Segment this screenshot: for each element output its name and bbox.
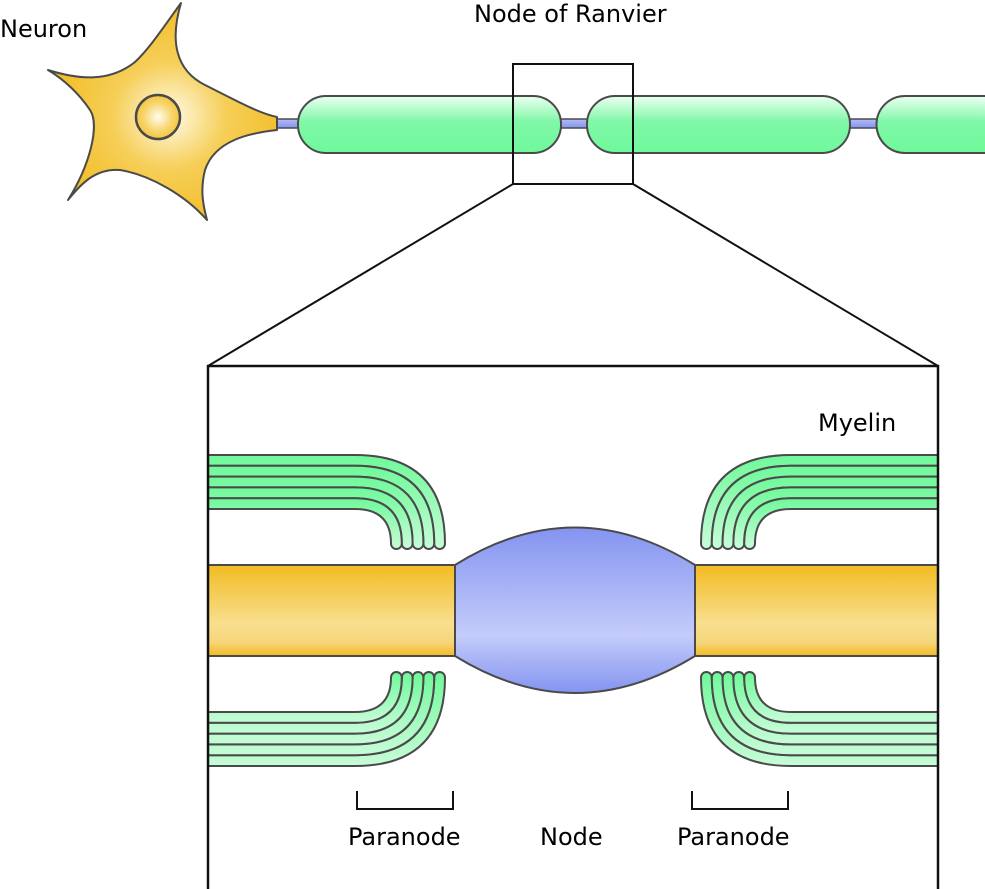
node-of-ranvier-label: Node of Ranvier xyxy=(474,0,667,28)
axon-right xyxy=(689,564,938,657)
paranode-bracket-right xyxy=(691,791,789,810)
myelin-lamella xyxy=(732,671,938,735)
myelin-lamella xyxy=(208,486,414,550)
myelin-lamella xyxy=(208,671,414,735)
myelin-segment xyxy=(586,95,851,154)
neuron-soma xyxy=(47,2,278,221)
myelin-paranode-top-left xyxy=(208,454,446,550)
myelin-paranode-bottom-right xyxy=(700,671,938,767)
paranode-label-right: Paranode xyxy=(677,823,790,851)
myelin-lamella xyxy=(208,671,403,724)
node-label: Node xyxy=(540,823,603,851)
paranode-bracket-left xyxy=(356,791,454,810)
zoom-line-left xyxy=(207,183,514,367)
nucleus xyxy=(134,93,182,141)
zoom-region-box xyxy=(512,63,634,185)
axon-overview xyxy=(273,95,985,154)
node-region xyxy=(454,526,696,694)
myelin-lamella xyxy=(732,486,938,550)
myelin-lamella xyxy=(208,497,403,550)
neuron-label: Neuron xyxy=(0,15,87,43)
detail-view xyxy=(208,454,938,767)
myelin-segment xyxy=(297,95,562,154)
detail-box-border xyxy=(206,364,940,889)
myelin-lamella xyxy=(743,671,938,724)
myelin-paranode-top-right xyxy=(700,454,938,550)
axon-left xyxy=(208,564,463,657)
myelin-segment xyxy=(875,95,985,154)
paranode-label-left: Paranode xyxy=(348,823,461,851)
myelin-lamella xyxy=(743,497,938,550)
myelin-paranode-bottom-left xyxy=(208,671,446,767)
zoom-line-right xyxy=(632,183,939,367)
myelin-label: Myelin xyxy=(818,409,896,437)
